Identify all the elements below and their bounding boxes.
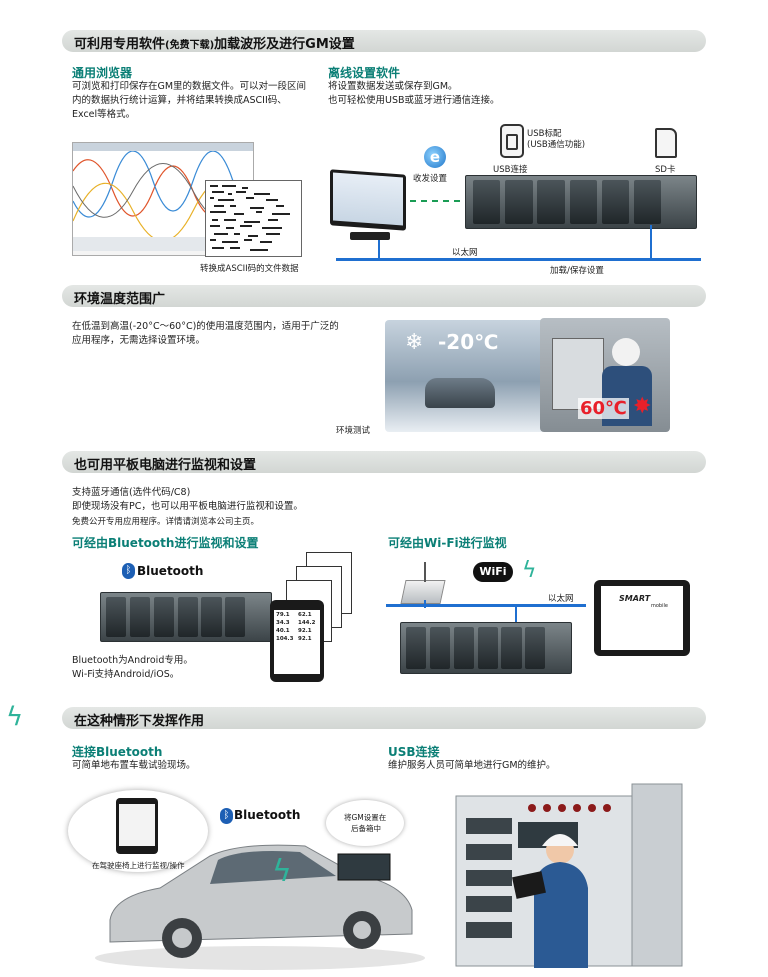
offline-text-1: 将设置数据发送或保存到GM。	[328, 81, 458, 92]
trunk-text-1: 将GM设置在	[344, 813, 387, 822]
section-bar-usecases: 在这种情形下发挥作用	[62, 707, 706, 729]
sun-icon: ✸	[633, 394, 652, 419]
cold-temp: -20℃	[438, 330, 499, 354]
usb-std-label: USB标配	[527, 129, 562, 139]
usb-conn-label: USB连接	[493, 165, 528, 175]
bluetooth-logo-car: Bluetooth	[234, 808, 301, 822]
tablet-value: 40.1	[276, 628, 290, 634]
bt-note: Bluetooth为Android专用。	[72, 655, 193, 666]
offline-heading: 离线设置软件	[328, 66, 401, 80]
tablet-value: 92.1	[298, 636, 312, 642]
load-save-label: 加载/保存设置	[550, 266, 604, 276]
pc-monitor-icon	[330, 169, 406, 231]
section-bar-temperature: 环境温度范围广	[62, 285, 706, 307]
wireless-signal-icon: ϟ	[522, 558, 537, 583]
ethernet-label-wifi: 以太网	[548, 594, 574, 604]
tablet-value: 104.3	[276, 636, 294, 642]
snow-photo	[385, 320, 545, 432]
bt-connect-text: 可简单地布置车载试验现场。	[72, 760, 196, 771]
browser-text: 可浏览和打印保存在GM里的数据文件。可以对一段区间内的数据执行统计运算，并将结果…	[72, 81, 307, 120]
wireless-signal-icon: ϟ	[272, 854, 292, 889]
car-illustration	[95, 844, 425, 970]
ascii-data-file	[205, 180, 302, 257]
maintenance-illustration	[455, 783, 683, 968]
wireless-signal-icon: ϟ	[6, 702, 24, 732]
wifi-monitor-heading: 可经由Wi-Fi进行监视	[388, 536, 507, 550]
trunk-text-2: 后备箱中	[351, 824, 381, 833]
section-title: 可利用专用软件(免费下载)加载波形及进行GM设置	[74, 37, 355, 52]
gm-device-wifi	[400, 622, 572, 674]
usb-connect-text: 维护服务人员可简单地进行GM的维护。	[388, 760, 556, 771]
trunk-bubble	[326, 800, 404, 846]
ethernet-line-wifi	[386, 604, 586, 607]
tablet-value: 34.3	[276, 620, 290, 626]
android-tablet: 79.1 62.1 34.3 144.2 40.1 92.1 104.3 92.…	[270, 600, 324, 682]
send-settings-label: 收发设置	[413, 174, 448, 184]
bt-monitor-heading: 可经由Bluetooth进行监视和设置	[72, 536, 259, 550]
section-title: 在这种情形下发挥作用	[74, 714, 205, 729]
ipad-sub: mobile	[651, 603, 668, 609]
bt-connect-heading: 连接Bluetooth	[72, 745, 163, 759]
browser-heading: 通用浏览器	[72, 66, 133, 80]
ie-browser-icon: e	[424, 146, 446, 168]
sync-arrow-icon	[410, 200, 460, 202]
ethernet-label: 以太网	[452, 248, 478, 258]
tablet-line-2: 即使现场没有PC，也可以用平板电脑进行监视和设置。	[72, 501, 303, 512]
sd-card-icon	[655, 128, 677, 158]
tablet-value: 92.1	[298, 628, 312, 634]
bluetooth-icon: ᛒ	[122, 563, 135, 579]
tablet-line-3: 免费公开专用应用程序。详情请浏览本公司主页。	[72, 517, 260, 527]
tablet-value: 79.1	[276, 612, 290, 618]
temp-text: 在低温到高温(-20°C～60°C)的使用温度范围内，适用于广泛的应用程序，无需…	[72, 321, 339, 346]
ipad-brand: SMART	[619, 594, 651, 603]
usb-connect-heading: USB连接	[388, 745, 440, 759]
usb-comm-label: (USB通信功能)	[527, 140, 586, 150]
wifi-note: Wi-Fi支持Android/iOS。	[72, 669, 180, 680]
section-title: 环境温度范围广	[74, 292, 166, 307]
ascii-caption: 转换成ASCII码的文件数据	[200, 264, 299, 274]
ipad-tablet: SMART mobile	[594, 580, 690, 656]
section-bar-tablet: 也可用平板电脑进行监视和设置	[62, 451, 706, 473]
ethernet-line	[336, 258, 701, 261]
seat-caption: 在驾驶座椅上进行监视/操作	[92, 861, 185, 870]
bluetooth-icon: ᛒ	[220, 808, 233, 824]
wifi-router-icon	[400, 580, 446, 604]
wifi-logo: WiFi	[473, 562, 513, 582]
gm-device-bt	[100, 592, 272, 642]
tablet-in-car	[116, 798, 158, 854]
env-test-caption: 环境测试	[336, 426, 371, 436]
section-bar-software: 可利用专用软件(免费下载)加载波形及进行GM设置	[62, 30, 706, 52]
offline-text-2: 也可轻松使用USB或蓝牙进行通信连接。	[328, 95, 500, 106]
section-title: 也可用平板电脑进行监视和设置	[74, 458, 257, 473]
hot-temp: 60℃	[578, 398, 629, 419]
bluetooth-logo: Bluetooth	[137, 564, 204, 578]
tablet-value: 62.1	[298, 612, 312, 618]
sd-card-label: SD卡	[655, 165, 676, 175]
tablet-line-1: 支持蓝牙通信(选件代码/C8)	[72, 487, 191, 498]
snowflake-icon: ❄	[405, 330, 424, 355]
usb-port-icon	[500, 124, 524, 158]
keyboard-icon	[350, 232, 390, 240]
tablet-value: 144.2	[298, 620, 316, 626]
gm-recorder-device	[465, 175, 697, 229]
